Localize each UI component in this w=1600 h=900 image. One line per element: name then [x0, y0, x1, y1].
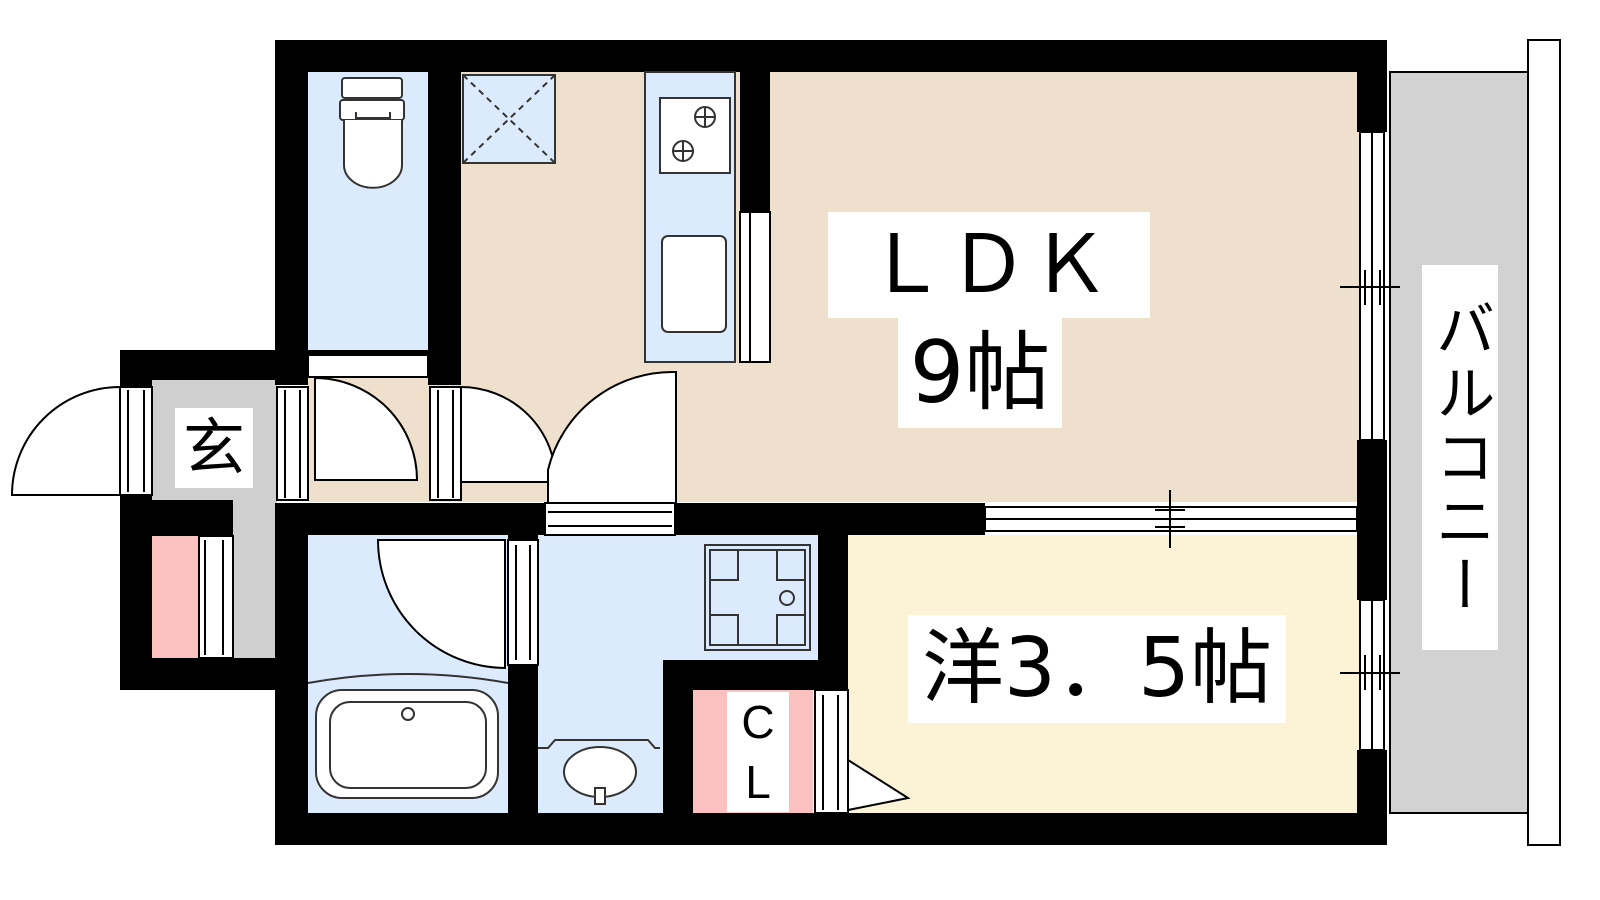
kitchen-counter — [644, 71, 736, 363]
wall-right-top — [1357, 40, 1387, 132]
toilet-fixture — [339, 77, 405, 189]
wall-left-upper — [275, 40, 308, 385]
closet-wall-left — [663, 660, 693, 835]
shoe-storage — [152, 536, 199, 658]
kitchen-partition — [739, 211, 771, 363]
closet-label-l: L — [727, 752, 789, 812]
balcony-label: バルコニー — [1422, 265, 1498, 650]
ldk-size-label: 9帖 — [898, 318, 1062, 428]
wash-basin — [538, 739, 660, 805]
wall-bottom — [275, 813, 1387, 845]
front-door-swing — [10, 385, 121, 496]
fridge-space — [462, 74, 556, 164]
bathtub — [307, 673, 509, 799]
closet-wall-top — [663, 660, 848, 690]
washing-machine — [704, 544, 811, 651]
kitchen-wall — [740, 72, 770, 212]
closet-door-swing — [847, 758, 911, 812]
entrance-floor-lower — [233, 500, 277, 658]
bath-door-swing — [376, 539, 506, 670]
closet-label-c: C — [727, 692, 789, 752]
entrance-wall-left-lower — [120, 495, 152, 690]
toilet-wall-right — [428, 40, 461, 385]
balcony-rail — [1527, 39, 1561, 846]
wash-door-swing — [547, 370, 677, 506]
entrance-divider — [152, 500, 233, 536]
ldk-wall-bottom — [675, 503, 985, 535]
western-room-label: 洋3．5帖 — [908, 615, 1286, 723]
toilet-door-swing — [314, 376, 419, 481]
hall-wall-bottom — [275, 503, 545, 535]
windows — [739, 131, 1400, 751]
entrance-wall-bottom — [120, 658, 308, 690]
wall-right-bottom — [1357, 750, 1387, 845]
ldk-name-label: ＬＤＫ — [828, 212, 1150, 318]
doors — [10, 354, 911, 814]
toilet-wall-bottom — [308, 350, 428, 355]
entrance-label: 玄 — [175, 408, 253, 488]
entrance-wall-left — [120, 350, 152, 390]
wall-right-mid — [1357, 440, 1387, 600]
fixtures — [307, 71, 811, 805]
